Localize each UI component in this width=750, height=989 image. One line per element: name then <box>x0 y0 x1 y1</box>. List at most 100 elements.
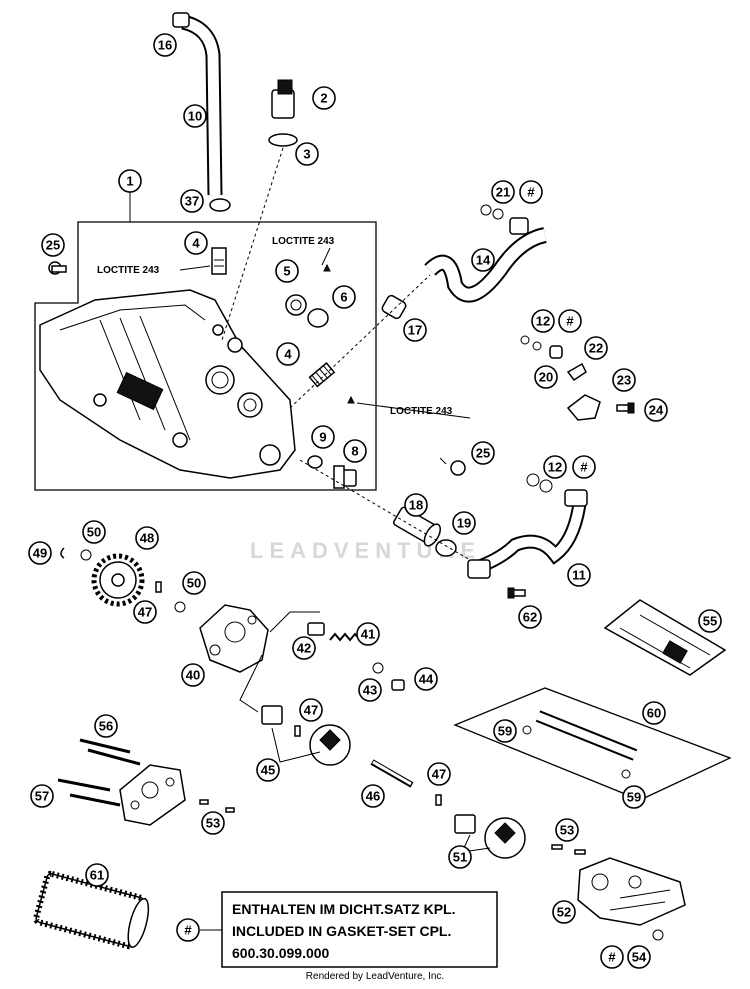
o-ring-12[interactable] <box>520 335 530 345</box>
svg-text:9: 9 <box>319 430 326 445</box>
screw-25-mid[interactable] <box>439 457 466 476</box>
valve-42[interactable] <box>307 622 325 636</box>
svg-text:14: 14 <box>476 253 491 268</box>
callout-23: 23 <box>612 368 636 392</box>
washer-9[interactable] <box>307 455 323 469</box>
screw-56[interactable] <box>79 738 141 766</box>
washer-50[interactable] <box>174 601 186 613</box>
svg-text:17: 17 <box>408 323 422 338</box>
rotor-outer-51[interactable] <box>484 817 526 859</box>
svg-text:#: # <box>527 185 535 200</box>
note-line-2: INCLUDED IN GASKET-SET CPL. <box>232 923 451 939</box>
svg-text:54: 54 <box>632 950 647 965</box>
callout-40: 40 <box>181 663 205 687</box>
plug-8[interactable] <box>333 465 357 489</box>
oil-tank[interactable] <box>39 289 296 479</box>
hose-end <box>509 217 529 235</box>
fitting-4-top[interactable] <box>211 247 227 275</box>
o-ring-54[interactable] <box>652 929 664 941</box>
clip-22[interactable] <box>566 362 587 382</box>
svg-text:4: 4 <box>284 347 292 362</box>
rotor-outer-45[interactable] <box>309 724 351 766</box>
screen-55[interactable] <box>603 599 727 676</box>
rotor-inner-45[interactable] <box>261 705 283 725</box>
oil-cap-2[interactable] <box>271 79 295 119</box>
seal-5[interactable] <box>285 294 307 316</box>
pin-47[interactable] <box>435 794 442 806</box>
clamp-37[interactable] <box>209 198 231 212</box>
callout-43: 43 <box>358 678 382 702</box>
svg-text:12: 12 <box>536 314 550 329</box>
leader-line <box>299 459 471 561</box>
callout-45: 45 <box>256 758 280 782</box>
callout-3: 3 <box>295 142 319 166</box>
callout-19: 19 <box>452 511 476 535</box>
o-ring-21[interactable] <box>480 204 492 216</box>
svg-text:47: 47 <box>432 767 446 782</box>
pin-47[interactable] <box>155 581 162 593</box>
callout-hash-54: # <box>600 945 624 969</box>
leader-line <box>239 654 263 713</box>
callout-46: 46 <box>361 784 385 808</box>
bracket-23[interactable] <box>566 394 601 421</box>
screw-24[interactable] <box>616 402 635 414</box>
clip-49[interactable] <box>60 547 65 559</box>
gear-48[interactable] <box>91 553 145 607</box>
spring-41[interactable] <box>329 632 361 642</box>
callout-17: 17 <box>403 318 427 342</box>
pump-housing-40[interactable] <box>199 604 269 673</box>
pipe-60[interactable] <box>535 710 638 761</box>
washer-50[interactable] <box>80 549 92 561</box>
svg-text:46: 46 <box>366 789 380 804</box>
callout-37: 37 <box>180 189 204 213</box>
pin-53[interactable] <box>225 807 235 813</box>
footer-credit: Rendered by LeadVenture, Inc. <box>305 971 445 982</box>
callout-47-right: 47 <box>427 762 451 786</box>
svg-text:2: 2 <box>320 91 327 106</box>
screw-57[interactable] <box>57 778 121 807</box>
svg-text:47: 47 <box>138 605 152 620</box>
pin-53[interactable] <box>199 799 209 805</box>
rotor-inner-51[interactable] <box>454 814 476 834</box>
callout-10: 10 <box>183 104 207 128</box>
seal-19[interactable] <box>435 539 457 557</box>
pin-53[interactable] <box>574 849 586 855</box>
o-ring-59[interactable] <box>522 725 532 735</box>
o-ring-12[interactable] <box>526 473 540 487</box>
o-ring-3[interactable] <box>268 133 298 147</box>
o-ring-21[interactable] <box>492 208 504 220</box>
hose-clamp-16[interactable] <box>172 12 190 28</box>
o-ring-12[interactable] <box>539 479 553 493</box>
svg-text:53: 53 <box>206 816 220 831</box>
cover-53[interactable] <box>119 764 186 826</box>
pin-47[interactable] <box>294 725 301 737</box>
screw-25-left[interactable] <box>48 261 67 275</box>
pump-cover-52[interactable] <box>577 857 686 926</box>
svg-text:16: 16 <box>158 38 172 53</box>
callout-4-mid: 4 <box>276 342 300 366</box>
plug-44[interactable] <box>391 679 405 691</box>
callout-6: 6 <box>332 285 356 309</box>
svg-text:41: 41 <box>361 627 375 642</box>
sleeve-17[interactable] <box>381 294 407 320</box>
nipple-20[interactable] <box>549 345 563 359</box>
svg-text:19: 19 <box>457 516 471 531</box>
svg-text:50: 50 <box>87 525 101 540</box>
o-ring-12[interactable] <box>532 341 542 351</box>
o-ring-59[interactable] <box>621 769 631 779</box>
svg-text:42: 42 <box>297 641 311 656</box>
washer-43[interactable] <box>372 662 384 674</box>
svg-text:1: 1 <box>126 174 133 189</box>
o-ring-6[interactable] <box>307 308 329 328</box>
callout-44: 44 <box>414 667 438 691</box>
svg-text:#: # <box>580 460 588 475</box>
callout-16: 16 <box>153 33 177 57</box>
callout-11: 11 <box>567 563 591 587</box>
screw-62[interactable] <box>507 587 526 599</box>
pin-53[interactable] <box>551 844 563 850</box>
svg-text:49: 49 <box>33 546 47 561</box>
callout-21: 21 <box>491 180 515 204</box>
fitting-4-mid[interactable] <box>308 362 336 388</box>
svg-text:10: 10 <box>188 109 202 124</box>
filter-pipe-box <box>453 687 732 801</box>
